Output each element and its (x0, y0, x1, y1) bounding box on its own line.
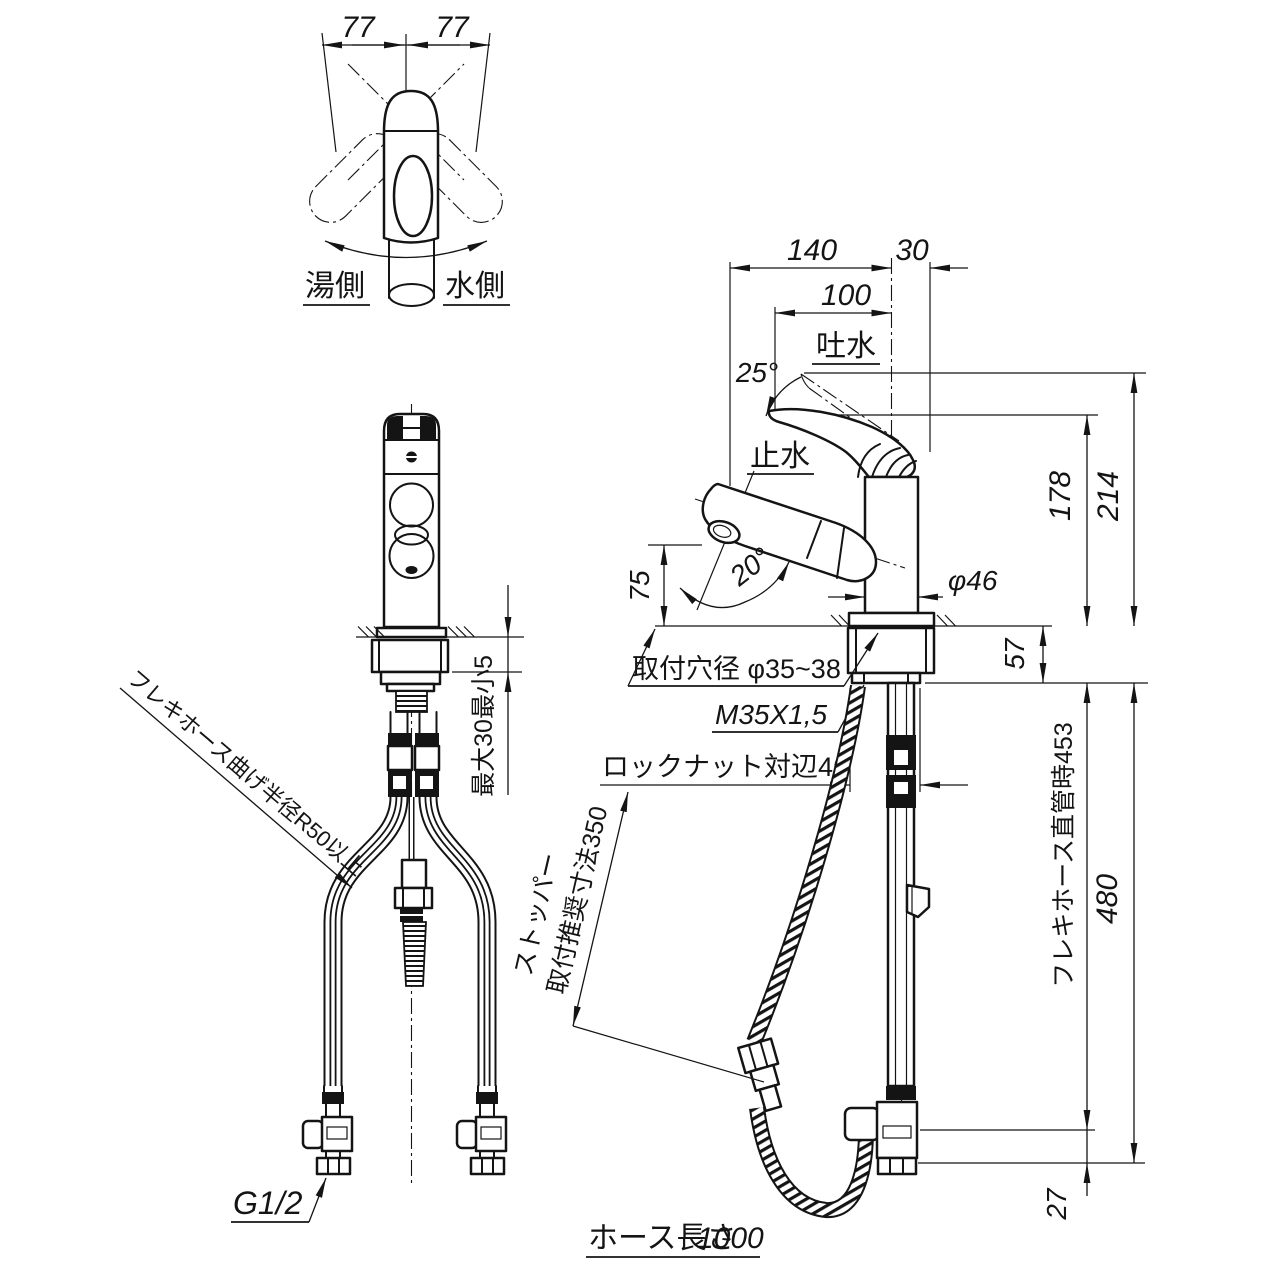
dim-178-label: 178 (1044, 471, 1077, 521)
flex-hose-straight-label: フレキホース直管時453 (1050, 722, 1078, 987)
mount-thread-rod (395, 690, 428, 713)
hose-length-value: 1000 (697, 1222, 764, 1255)
stopper-dimension: ストッパー 取付推奨寸法350 (510, 791, 765, 1083)
front-supply-connectors (386, 711, 441, 797)
top-view-dimension-77-77: 77 77 (321, 11, 491, 242)
side-deck-and-mounting (655, 611, 1052, 685)
bend-radius-label: フレキホース曲げ半径R50以上 (123, 665, 370, 881)
footer-hose-length: ホース長さ 1000 (586, 1222, 764, 1258)
side-spray-hose (737, 684, 874, 1218)
deck-thickness-dimension: 最大30最小5 (452, 585, 522, 797)
side-body-column (863, 475, 920, 615)
side-top-dimensions: 140 30 100 (729, 234, 968, 486)
locknut-label: ロックナット対辺46 (602, 752, 848, 782)
flow-labels: 吐水 25° 止水 (735, 330, 880, 475)
dim-480-label: 480 (1091, 874, 1124, 924)
mount-hole-label: 取付穴径 φ35~38 (632, 654, 841, 684)
handle-angle-label: 25° (735, 357, 778, 388)
connection-thread-label: G1/2 (233, 1185, 303, 1221)
dim-77-right-label: 77 (435, 11, 470, 44)
top-view: 77 77 湯側 水側 (303, 11, 510, 307)
dim-30-label: 30 (895, 234, 929, 267)
dim-214-label: 214 (1092, 471, 1125, 522)
side-handle (767, 407, 917, 479)
front-valve-fitting-right (455, 1085, 508, 1176)
side-end-fitting (843, 1100, 919, 1176)
dim-57: 57 (999, 626, 1047, 683)
front-view: G1/2 フレキホース曲げ半径R50以上 最大30最小5 (119, 404, 524, 1223)
side-straight-hose (886, 681, 931, 1100)
body-diameter-label: φ46 (948, 565, 998, 596)
dim-75: 75 (624, 544, 702, 626)
dim-27-label: 27 (1041, 1187, 1072, 1221)
mount-hole-callout: 取付穴径 φ35~38 (627, 628, 879, 687)
deck-thickness-label: 最大30最小5 (470, 655, 498, 797)
front-faucet-body (382, 412, 441, 629)
stop-flow-label: 止水 (750, 440, 810, 473)
front-deck-and-mounting (356, 626, 524, 713)
handle-swing-arc (324, 240, 488, 259)
thread-spec-label: M35X1,5 (715, 699, 827, 730)
g-half-thread-callout: G1/2 (231, 1177, 327, 1223)
dim-75-label: 75 (624, 570, 655, 602)
right-vertical-dimensions: 178 214 フレキホース直管時453 480 27 (918, 373, 1145, 1221)
bend-radius-callout: フレキホース曲げ半径R50以上 (119, 665, 370, 889)
side-view: 140 30 100 吐水 25° 止水 (510, 234, 1148, 1221)
spray-hose-joint (737, 1037, 783, 1113)
thread-spec-callout: M35X1,5 (712, 684, 865, 733)
side-labels: 湯側 水側 (303, 270, 510, 306)
hot-side-label: 湯側 (305, 270, 365, 303)
front-spray-hose-outlet (393, 797, 434, 987)
dim-body-diameter: φ46 (828, 565, 998, 601)
cold-side-label: 水側 (445, 270, 505, 303)
dim-77-left-label: 77 (341, 11, 376, 44)
dim-100-label: 100 (821, 279, 871, 312)
handle-top-outline (382, 89, 440, 307)
hose-length-label: ホース長さ (588, 1222, 737, 1255)
spout-flow-label: 吐水 (816, 330, 876, 363)
dim-57-label: 57 (999, 637, 1030, 670)
dim-140-label: 140 (787, 234, 837, 267)
front-flex-hoses (323, 796, 497, 1086)
front-valve-fitting-left (301, 1085, 354, 1176)
